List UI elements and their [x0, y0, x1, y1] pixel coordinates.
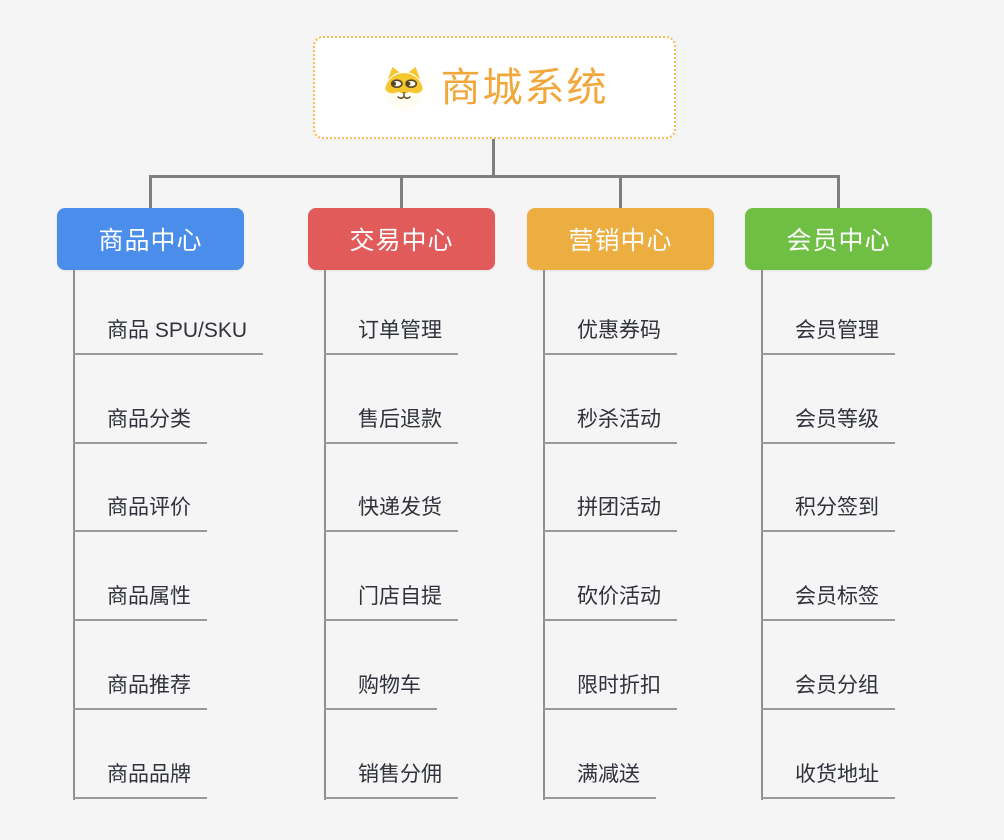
leaf-item[interactable]: 门店自提 — [324, 581, 458, 621]
leaf-item[interactable]: 会员等级 — [761, 404, 895, 444]
leaf-item[interactable]: 拼团活动 — [543, 492, 677, 532]
branch-trunk-connector-line — [543, 270, 545, 800]
leaf-item[interactable]: 会员分组 — [761, 670, 895, 710]
branch-node-2[interactable]: 交易中心 — [308, 208, 495, 270]
leaf-item[interactable]: 积分签到 — [761, 492, 895, 532]
leaf-item[interactable]: 快递发货 — [324, 492, 458, 532]
dog-face-icon — [381, 65, 427, 111]
branch-trunk-connector-line — [324, 270, 326, 800]
branch-node-label: 交易中心 — [349, 227, 454, 255]
branch-node-label: 会员中心 — [786, 227, 891, 255]
leaf-item[interactable]: 商品品牌 — [73, 759, 207, 799]
leaf-item[interactable]: 砍价活动 — [543, 581, 677, 621]
leaf-item[interactable]: 售后退款 — [324, 404, 458, 444]
leaf-item[interactable]: 商品 SPU/SKU — [73, 315, 264, 355]
branch-node-label: 营销中心 — [568, 227, 673, 255]
leaf-item[interactable]: 订单管理 — [324, 315, 458, 355]
branch-node-label: 商品中心 — [98, 227, 203, 255]
branch-drop-connector-line — [149, 175, 152, 210]
branch-drop-connector-line — [400, 175, 403, 210]
branch-bus-connector-line — [149, 175, 840, 178]
leaf-item[interactable]: 购物车 — [324, 670, 437, 710]
branch-node-3[interactable]: 营销中心 — [527, 208, 714, 270]
leaf-item[interactable]: 秒杀活动 — [543, 404, 677, 444]
root-node-mall-system[interactable]: 商城系统 — [313, 36, 676, 139]
leaf-item[interactable]: 会员标签 — [761, 581, 895, 621]
leaf-item[interactable]: 满减送 — [543, 759, 656, 799]
leaf-item[interactable]: 收货地址 — [761, 759, 895, 799]
leaf-item[interactable]: 销售分佣 — [324, 759, 458, 799]
leaf-item[interactable]: 商品推荐 — [73, 670, 207, 710]
branch-node-1[interactable]: 商品中心 — [57, 208, 244, 270]
branch-drop-connector-line — [619, 175, 622, 210]
leaf-item[interactable]: 优惠券码 — [543, 315, 677, 355]
root-trunk-connector-line — [492, 138, 495, 176]
branch-drop-connector-line — [837, 175, 840, 210]
leaf-item[interactable]: 商品属性 — [73, 581, 207, 621]
leaf-item[interactable]: 商品评价 — [73, 492, 207, 532]
branch-trunk-connector-line — [73, 270, 75, 800]
leaf-item[interactable]: 会员管理 — [761, 315, 895, 355]
root-title: 商城系统 — [440, 65, 609, 110]
leaf-item[interactable]: 商品分类 — [73, 404, 207, 444]
branch-trunk-connector-line — [761, 270, 763, 800]
leaf-item[interactable]: 限时折扣 — [543, 670, 677, 710]
branch-node-4[interactable]: 会员中心 — [745, 208, 932, 270]
